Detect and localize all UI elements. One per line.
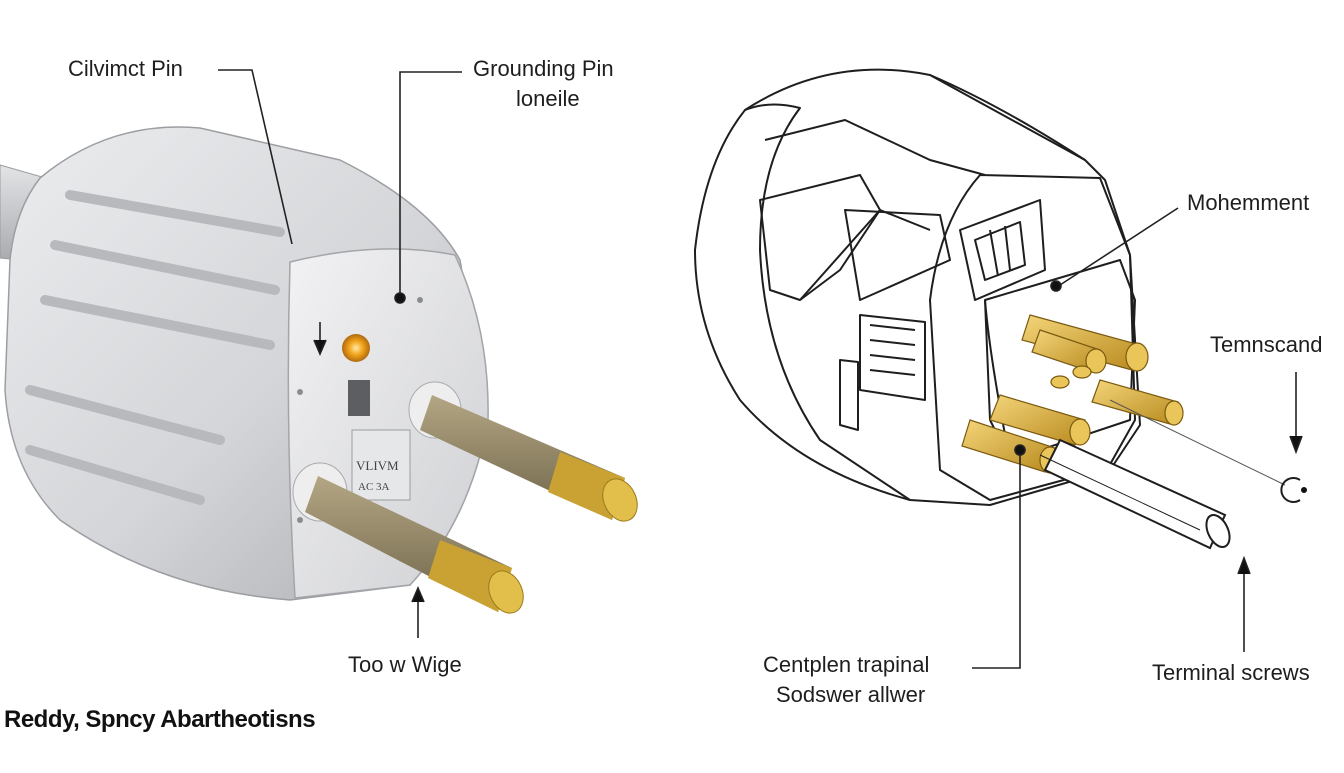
terminal-ring-dot xyxy=(1301,487,1307,493)
housing-panel xyxy=(799,209,931,301)
leader-dot-mohemment xyxy=(1050,280,1062,292)
housing-panel xyxy=(844,209,951,301)
face-hole xyxy=(297,389,303,395)
label-centplen-line1: Centplen trapinal xyxy=(763,652,930,677)
face-text-1: VLIVM xyxy=(356,458,399,473)
leader-mohemment xyxy=(1059,207,1179,286)
label-too-w-wige: Too w Wige xyxy=(348,652,462,677)
housing-outline xyxy=(694,68,1141,506)
face-text-2: AC 3A xyxy=(358,481,390,493)
top-opening-inner xyxy=(989,225,1011,277)
face-hole xyxy=(297,517,303,523)
diagram-caption: Reddy, Spncy Abartheotisns xyxy=(4,706,316,733)
guide-line xyxy=(1109,399,1286,486)
label-temnscand: Temnscand xyxy=(1210,332,1323,357)
label-mohemment: Mohemment xyxy=(1187,190,1310,215)
right-leaders xyxy=(972,207,1303,669)
leader-civimct-pin xyxy=(218,69,293,245)
terminal-small xyxy=(1050,365,1092,389)
left-leaders xyxy=(218,69,462,638)
leader-dot-centplen xyxy=(1014,444,1026,456)
housing-rim xyxy=(929,74,1086,161)
face-marking-plate xyxy=(351,429,411,501)
leader-centplen xyxy=(972,450,1021,669)
label-grounding-pin: Grounding Pin xyxy=(473,56,614,81)
face-hole xyxy=(417,297,423,303)
housing-front-frame xyxy=(929,174,1136,501)
leader-dot-grounding xyxy=(394,292,406,304)
label-centplen-line2: Sodswer allwer xyxy=(776,682,926,707)
pin-upper xyxy=(408,381,638,522)
indicator-led xyxy=(342,334,370,362)
label-terminal-screws: Terminal screws xyxy=(1152,660,1310,685)
housing-slot xyxy=(839,359,859,431)
exploded-plug-illustration xyxy=(694,68,1141,506)
face-marking-box xyxy=(348,380,370,416)
plug-illustration: VLIVM AC 3A xyxy=(0,126,638,614)
terminal-d xyxy=(989,394,1091,446)
brass-terminals xyxy=(961,314,1184,474)
terminal-a xyxy=(1021,314,1149,372)
housing-panel xyxy=(759,174,881,301)
terminal-b xyxy=(1031,329,1107,374)
body-ridges xyxy=(25,190,285,505)
label-grounding-sub: loneile xyxy=(516,86,580,111)
label-civimct-pin: Cilvimct Pin xyxy=(68,56,183,81)
terminal-ring xyxy=(1280,477,1301,503)
cable-rod xyxy=(1039,438,1231,550)
housing-slot xyxy=(869,324,916,376)
top-opening xyxy=(959,199,1046,301)
housing-slot xyxy=(859,314,926,401)
terminal-c xyxy=(1091,379,1184,426)
leader-grounding-pin xyxy=(399,71,462,298)
pin-lower xyxy=(292,462,524,614)
housing-panel xyxy=(764,119,986,176)
